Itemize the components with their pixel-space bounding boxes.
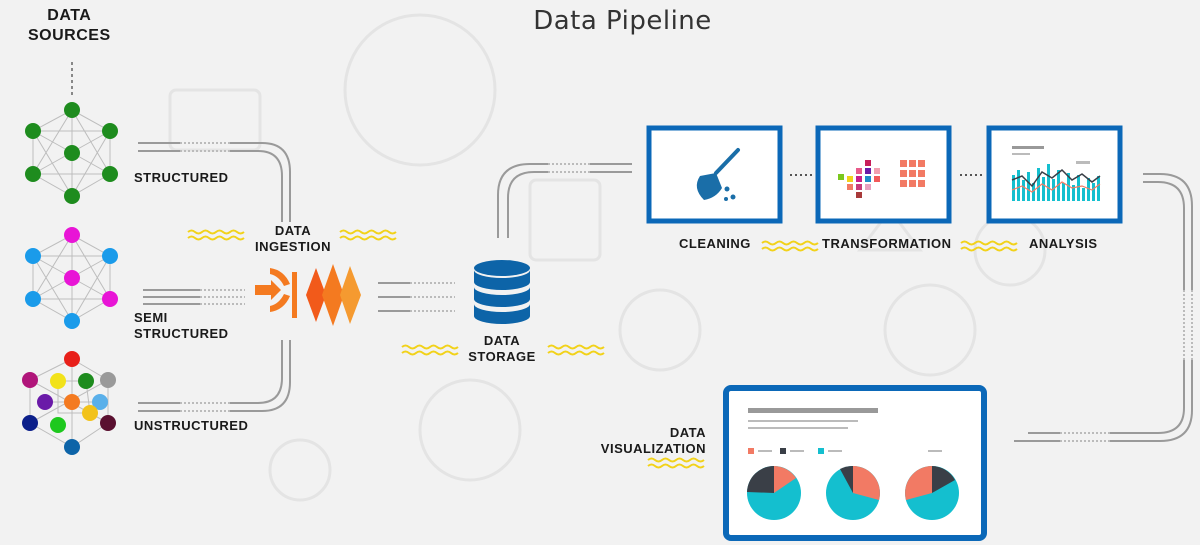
network-structured-icon [25,102,118,204]
transformation-label: TRANSFORMATION [822,236,952,251]
visualization-line1: DATA [669,425,706,440]
pie-charts-icon [723,385,987,541]
structured-label: STRUCTURED [134,170,229,185]
semi-structured-label: SEMI STRUCTURED [134,310,229,342]
cleaning-label: CLEANING [679,236,751,251]
broom-icon [646,125,783,224]
ingestion-label: DATA INGESTION [248,223,338,255]
storage-line1: DATA [483,333,521,348]
pixel-grid-icon [815,125,952,224]
storage-processing-pipe [497,163,632,238]
processing-visualization-pipe [1014,173,1193,442]
sources-heading-line2: SOURCES [28,27,111,44]
semi-structured-line2: STRUCTURED [134,326,229,341]
ingestion-storage-pipes [378,282,455,312]
storage-line2: STORAGE [468,349,536,364]
network-unstructured-icon [22,351,116,455]
unstructured-label: UNSTRUCTURED [134,418,249,433]
background-decoration [168,13,1047,502]
ingestion-icon [255,264,361,326]
network-semi-structured-icon [25,227,118,329]
sources-heading-line1: DATA [47,7,92,24]
page-title: Data Pipeline [533,6,712,36]
analysis-label: ANALYSIS [1029,236,1098,251]
sources-heading: DATA SOURCES [28,6,111,46]
dashboard-chart-icon [986,125,1123,224]
ingestion-line2: INGESTION [254,239,331,254]
visualization-line2: VISUALIZATION [600,441,706,456]
storage-label: DATA STORAGE [460,333,544,365]
source-pipes [138,142,291,412]
ingestion-line1: DATA [274,223,312,238]
visualization-label: DATA VISUALIZATION [596,425,706,457]
semi-structured-line1: SEMI [134,310,168,325]
database-icon [474,260,530,324]
